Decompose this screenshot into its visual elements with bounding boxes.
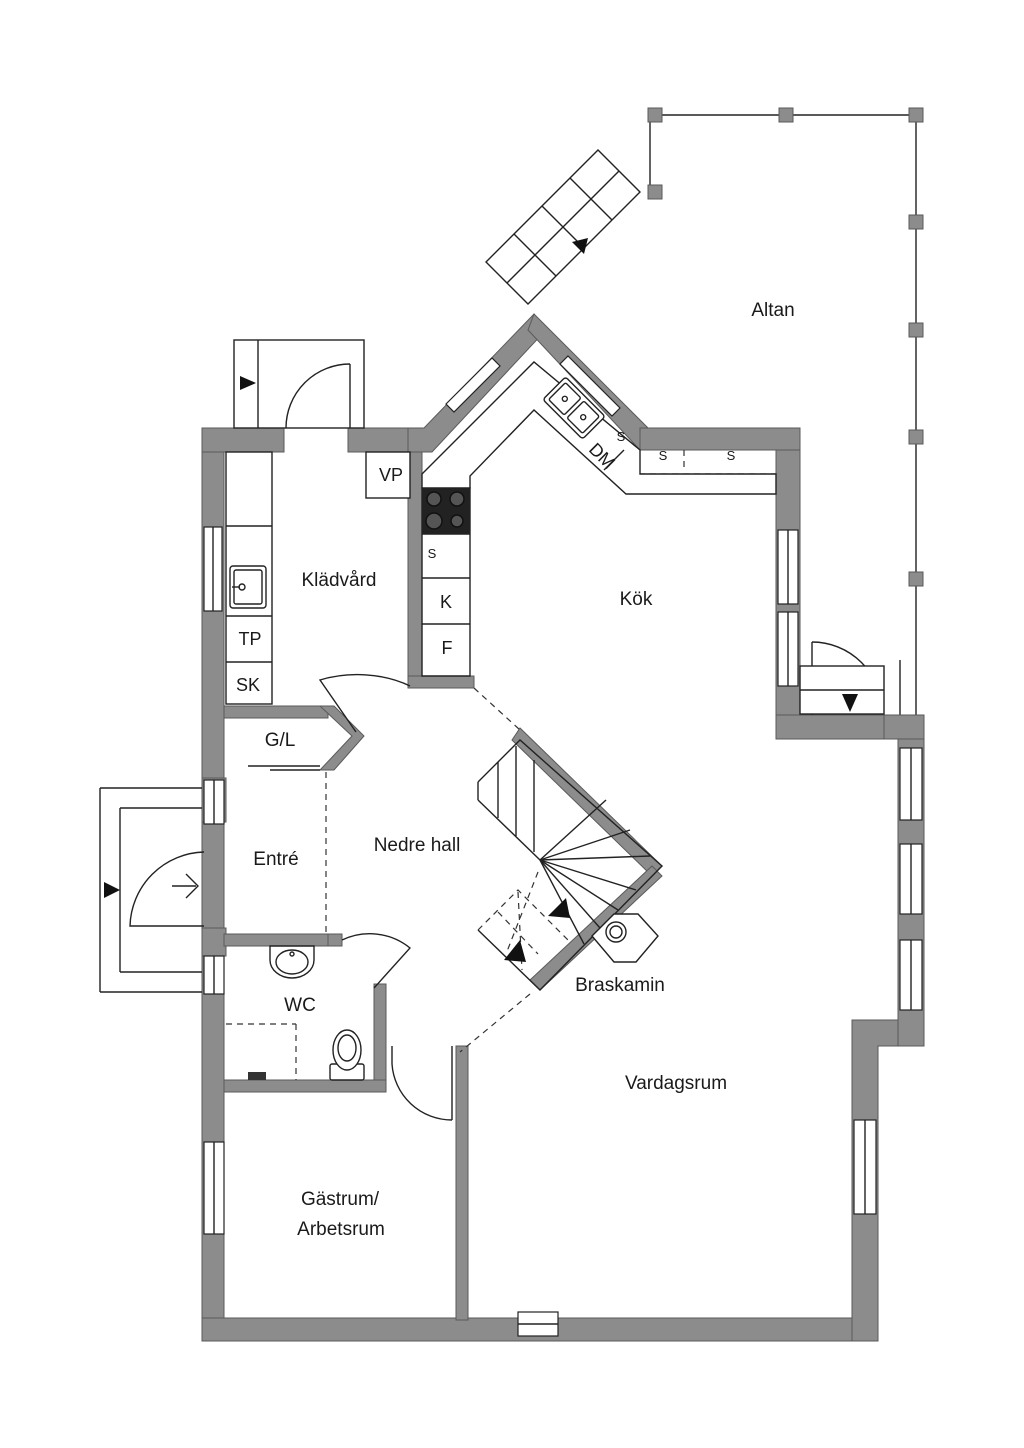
label-vp: VP: [379, 465, 403, 485]
staircase: [477, 739, 664, 991]
walls: [201, 313, 925, 1342]
label-s: S: [617, 429, 626, 444]
stair-arrow-icon: [572, 238, 588, 254]
deck-post: [908, 107, 924, 123]
windows: [203, 355, 923, 1337]
entry-step-top: [233, 339, 365, 429]
deck-post: [778, 107, 794, 123]
room-label-wc: WC: [284, 995, 316, 1016]
kitchen-sink-icon: [543, 377, 605, 439]
door-arrow-icon: [240, 376, 256, 390]
label-s: S: [727, 448, 736, 463]
deck-post: [908, 571, 924, 587]
room-labels: Altan Klädvård Kök G/L Entré Nedre hall …: [253, 300, 794, 1240]
vp-unit: [365, 451, 411, 499]
room-label-kok: Kök: [620, 589, 653, 610]
room-label-entre: Entré: [253, 849, 298, 870]
room-label-kladvard: Klädvård: [302, 570, 377, 591]
room-label-arbetsrum: Arbetsrum: [297, 1219, 385, 1240]
label-tp: TP: [238, 629, 261, 649]
stair-arrow-icon: [504, 940, 526, 962]
room-label-gl: G/L: [265, 730, 296, 751]
door-arrow-icon: [104, 882, 120, 898]
room-label-gastrum: Gästrum/: [301, 1189, 380, 1210]
deck-post: [647, 184, 663, 200]
kladvard-fixtures: VP TP SK: [225, 451, 411, 705]
label-k: K: [440, 592, 452, 612]
room-label-nedre-hall: Nedre hall: [374, 835, 461, 856]
room-label-altan: Altan: [751, 300, 794, 321]
label-f: F: [442, 638, 453, 658]
deck-post: [908, 429, 924, 445]
fireplace-icon: [591, 913, 659, 963]
room-label-braskamin: Braskamin: [575, 975, 665, 996]
deck-post: [908, 214, 924, 230]
label-sk: SK: [236, 675, 260, 695]
window: [559, 355, 621, 417]
deck-stairs: [485, 149, 641, 305]
label-s: S: [428, 546, 437, 561]
doors: [99, 339, 885, 1121]
label-s: S: [659, 448, 668, 463]
door-arrow-icon: [842, 694, 858, 712]
stair-arrow-icon: [548, 898, 570, 918]
deck-post: [647, 107, 663, 123]
kitchen-fixtures: S K F S S S DM: [421, 361, 777, 677]
window: [445, 357, 501, 413]
room-label-vardagsrum: Vardagsrum: [625, 1073, 727, 1094]
floor-drain-icon: [248, 1072, 266, 1080]
altan-deck: [647, 107, 924, 715]
wc-fixtures: [248, 945, 365, 1081]
deck-post: [908, 322, 924, 338]
